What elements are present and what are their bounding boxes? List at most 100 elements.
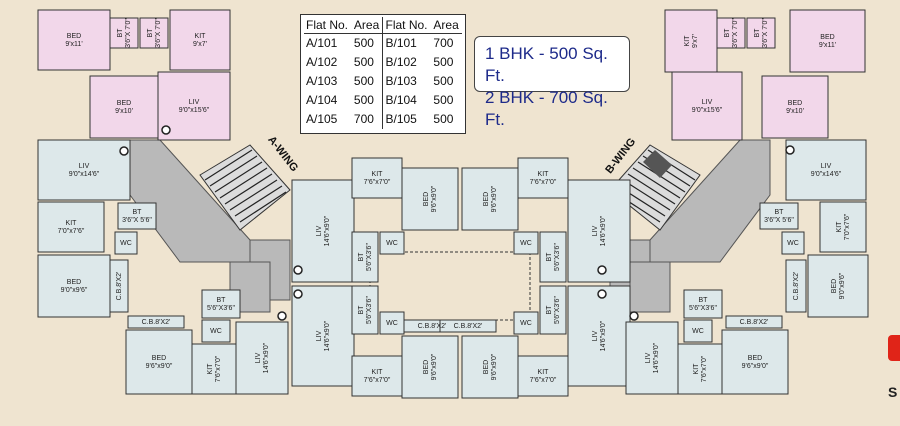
room-a101-wc xyxy=(201,319,231,343)
table-row: A/105 700 B/105 500 xyxy=(304,110,462,129)
room-a101-cb xyxy=(127,315,185,329)
room-a102-bed xyxy=(401,335,459,399)
room-b101-bed2 xyxy=(761,75,829,139)
room-b103-bed xyxy=(461,167,519,231)
room-b105-bed xyxy=(721,329,789,395)
room-label-b103-wc: WC xyxy=(520,240,532,247)
table-cell: 500 xyxy=(433,93,454,107)
room-b105-bt xyxy=(683,289,723,319)
room-label-a102-liv: LIV14'6"x9'0" xyxy=(316,320,331,351)
room-label-a105-bt1: BT3'6"X 7'0" xyxy=(117,18,132,48)
room-label-a102-cb: C.B.8'X2' xyxy=(418,323,447,330)
table-cell: A/105 xyxy=(306,112,338,126)
table-cell: 500 xyxy=(353,93,374,107)
room-b104-bt xyxy=(539,285,567,335)
room-b105-wc xyxy=(683,319,713,343)
room-a102-kit xyxy=(351,355,403,397)
room-label-a102-bt: BT5'6"X3'6" xyxy=(358,296,373,324)
room-label-b104-liv: LIV14'6"x9'0" xyxy=(592,320,607,351)
room-label-a103-wc: WC xyxy=(386,240,398,247)
room-a105-bed1 xyxy=(37,9,111,71)
staircase-a xyxy=(199,144,291,231)
flat-area-table: Flat No. Area Flat No. Area A/101 500 B/… xyxy=(300,14,466,134)
room-a101-kit xyxy=(191,343,237,395)
room-label-b102-bed: BED9'0"x9'6" xyxy=(831,272,846,299)
table-cell: B/102 xyxy=(382,53,432,72)
room-a101-bed xyxy=(125,329,193,395)
table-row: A/101 500 B/101 700 xyxy=(304,33,462,53)
table-cell: 500 xyxy=(353,74,374,88)
room-b102-cb xyxy=(785,259,807,313)
room-a103-bt xyxy=(351,231,379,283)
room-label-b105-wc: WC xyxy=(692,328,704,335)
room-b102-kit xyxy=(819,201,867,253)
room-a104-cb xyxy=(109,259,129,313)
room-label-a103-bt: BT5'6"X3'6" xyxy=(358,243,373,271)
room-label-a104-cb: C.B.8'X2' xyxy=(116,272,123,301)
table-row: A/103 500 B/103 500 xyxy=(304,72,462,91)
room-b102-wc xyxy=(781,231,805,255)
room-label-b104-wc: WC xyxy=(520,320,532,327)
room-label-b103-bed: BED9'6"x9'0" xyxy=(483,185,498,212)
bhk-legend-line2: 2 BHK - 700 Sq. Ft. xyxy=(485,88,608,129)
table-cell: B/101 xyxy=(382,33,432,53)
room-label-b105-liv: LIV14'6"x9'0" xyxy=(645,342,660,373)
table-cell: 500 xyxy=(433,74,454,88)
room-b103-bt xyxy=(539,231,567,283)
room-a101-bt xyxy=(201,289,241,319)
room-label-b103-liv: LIV14'6"x9'0" xyxy=(592,215,607,246)
room-a102-bt xyxy=(351,285,379,335)
room-b105-cb xyxy=(725,315,783,329)
table-cell: 500 xyxy=(433,112,454,126)
room-a104-bt xyxy=(117,202,157,230)
room-label-b101-kit: KIT9'x7' xyxy=(684,34,699,48)
room-a104-liv xyxy=(37,139,131,201)
corridor-area xyxy=(129,139,771,313)
room-b103-kit xyxy=(517,157,569,199)
room-b105-kit xyxy=(677,343,723,395)
table-row: A/102 500 B/102 500 xyxy=(304,53,462,72)
room-b104-wc xyxy=(513,311,539,335)
room-label-b104-cb: C.B.8'X2' xyxy=(454,323,483,330)
bhk-legend-line1: 1 BHK - 500 Sq. Ft. xyxy=(485,44,608,85)
room-label-a104-wc: WC xyxy=(120,240,132,247)
table-cell: 500 xyxy=(353,55,374,69)
room-label-b105-cb: C.B.8'X2' xyxy=(740,319,769,326)
room-b104-bed xyxy=(461,335,519,399)
room-label-a103-bed: BED9'6"x9'0" xyxy=(423,185,438,212)
room-a105-kit xyxy=(169,9,231,71)
table-cell: 500 xyxy=(353,36,374,50)
bhk-legend: 1 BHK - 500 Sq. Ft. 2 BHK - 700 Sq. Ft. xyxy=(474,36,630,129)
room-a104-bed xyxy=(37,254,111,318)
table-cell: A/101 xyxy=(306,36,338,50)
door-markers xyxy=(119,125,795,321)
room-b101-bed1 xyxy=(789,9,866,73)
room-label-a105-bt2: BT3'6"X 7'0" xyxy=(147,18,162,48)
room-b101-bt1 xyxy=(716,17,746,49)
table-cell: B/104 xyxy=(382,91,432,110)
room-b105-liv xyxy=(625,321,679,395)
table-cell: B/105 xyxy=(382,110,432,129)
room-a104-kit xyxy=(37,201,105,253)
room-label-a101-liv: LIV14'6"x9'0" xyxy=(255,342,270,373)
room-a103-bed xyxy=(401,167,459,231)
header-flat-no-a: Flat No. xyxy=(304,17,352,34)
